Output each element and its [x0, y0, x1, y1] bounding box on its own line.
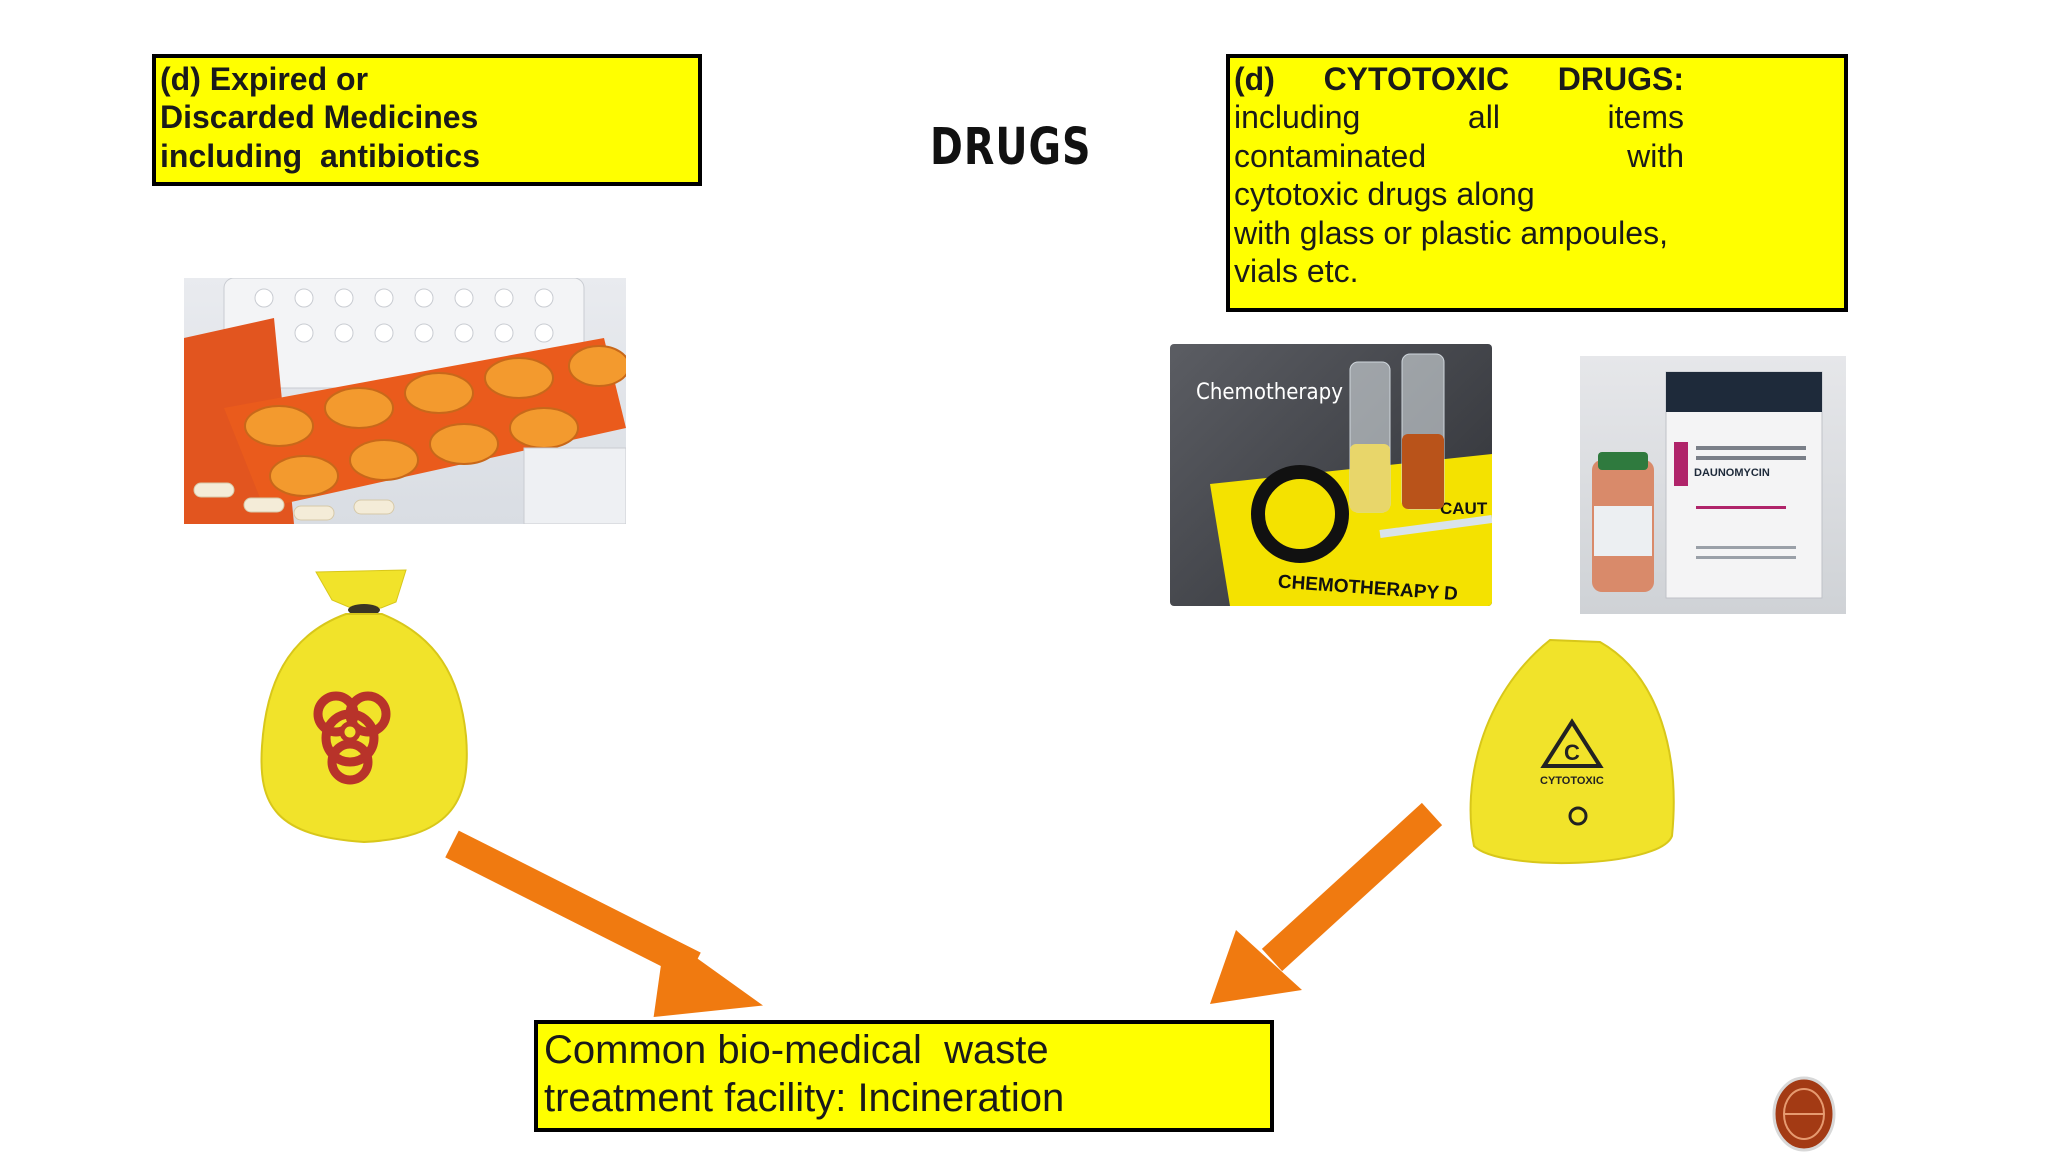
expired-medicines-box: (d) Expired or Discarded Medicines inclu…: [152, 54, 702, 186]
daunomycin-vial-image: DAUNOMYCIN: [1580, 356, 1846, 614]
seal-logo-icon: [1772, 1072, 1836, 1152]
right-box-line-2-word-1: including: [1234, 99, 1361, 136]
cytotoxic-drugs-box: (d) CYTOTOXIC DRUGS: including all items…: [1226, 54, 1848, 312]
right-box-line-1-word-1: (d): [1234, 61, 1275, 97]
right-box-line-2-word-2: all: [1467, 99, 1500, 136]
left-box-line-1: (d) Expired or: [160, 61, 369, 97]
left-box-line-2: Discarded Medicines: [160, 99, 479, 136]
right-box-line-1: (d) CYTOTOXIC DRUGS:: [1234, 60, 1684, 98]
right-box-line-6: vials etc.: [1234, 252, 1359, 289]
cytotoxic-symbol-text: C: [1564, 740, 1580, 765]
cytotoxic-bag-text: CYTOTOXIC: [1540, 775, 1604, 787]
yellow-cytotoxic-bag-image: C CYTOTOXIC: [1460, 636, 1682, 872]
right-box-line-3-word-1: contaminated: [1234, 137, 1427, 174]
right-arrow: [1210, 802, 1443, 1004]
right-box-line-1-word-2: CYTOTOXIC: [1323, 61, 1510, 97]
right-box-line-2: including all items: [1234, 98, 1684, 136]
expired-pills-image: [184, 278, 626, 524]
right-box-line-3-word-2: with: [1627, 137, 1684, 174]
chemo-caution-text: CAUT: [1440, 499, 1488, 518]
chemotherapy-label: Chemotherapy: [1196, 380, 1343, 405]
bottom-box-line-2: treatment facility: Incineration: [544, 1076, 1065, 1120]
right-box-line-3: contaminated with: [1234, 137, 1684, 175]
daunomycin-text: DAUNOMYCIN: [1694, 467, 1770, 479]
right-box-line-2-word-3: items: [1607, 99, 1684, 136]
right-box-line-4: cytotoxic drugs along: [1234, 176, 1535, 213]
left-box-line-3: including antibiotics: [160, 137, 480, 174]
right-box-line-5: with glass or plastic ampoules,: [1234, 214, 1668, 251]
left-arrow: [445, 830, 764, 1018]
incineration-box: Common bio-medical waste treatment facil…: [534, 1020, 1274, 1132]
slide-title: DRUGS: [930, 118, 1092, 177]
chemotherapy-vials-image: CHEMOTHERAPY D CAUT Chemotherapy: [1170, 344, 1492, 606]
yellow-biohazard-bag-image: [246, 566, 476, 858]
right-box-line-1-word-3: DRUGS:: [1557, 61, 1684, 97]
bottom-box-line-1: Common bio-medical waste: [544, 1028, 1049, 1072]
